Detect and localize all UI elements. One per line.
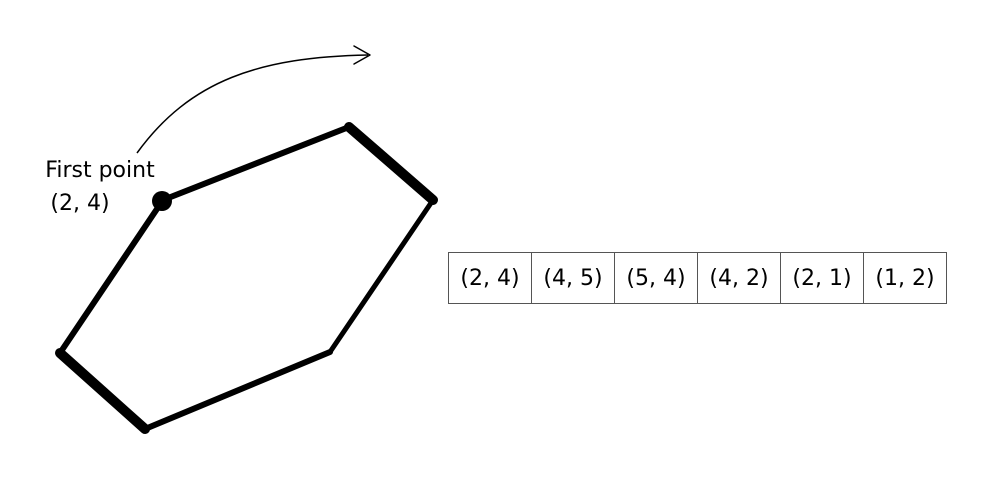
hexagon-edge-4: [142, 349, 333, 432]
point-cell: (2, 4): [448, 252, 532, 304]
direction-arrow: [136, 54, 369, 154]
hexagon-edge-6: [57, 197, 166, 356]
first-point-coordinates: (2, 4): [50, 191, 110, 216]
point-cell: (2, 1): [780, 252, 864, 304]
point-cell: (4, 2): [697, 252, 781, 304]
arrow-head-icon: [353, 45, 371, 65]
point-cell: (4, 5): [531, 252, 615, 304]
point-cell: (5, 4): [614, 252, 698, 304]
hexagon-edge-3: [327, 197, 436, 355]
first-point-marker: [152, 191, 172, 211]
hexagon-edge-1: [160, 124, 352, 203]
first-point-label: First point: [45, 158, 155, 183]
point-cell: (1, 2): [863, 252, 947, 304]
point-order-row: (2, 4) (4, 5) (5, 4) (4, 2) (2, 1) (1, 2…: [448, 252, 947, 304]
point-order-table: (2, 4) (4, 5) (5, 4) (4, 2) (2, 1) (1, 2…: [448, 252, 947, 304]
hexagon-edge-5: [55, 348, 150, 434]
hexagon-edge-2: [344, 122, 438, 205]
